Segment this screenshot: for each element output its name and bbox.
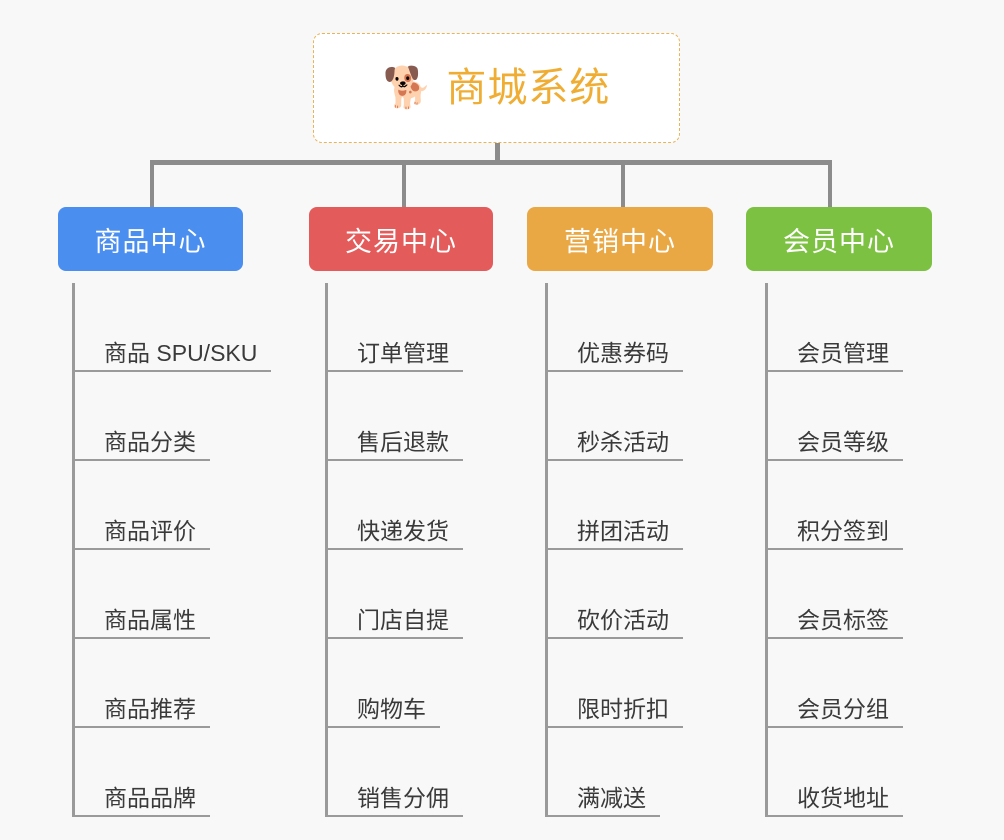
- leaf-label: 会员管理: [797, 339, 889, 366]
- leaf-label: 商品 SPU/SKU: [104, 339, 258, 366]
- leaf-label: 砍价活动: [577, 606, 669, 633]
- leaf-item[interactable]: 会员等级: [765, 372, 903, 461]
- leaf-item[interactable]: 商品属性: [72, 550, 210, 639]
- shiba-dog-icon: 🐕: [382, 66, 433, 110]
- leaf-label: 积分签到: [797, 517, 889, 544]
- branch-bus-line: [152, 160, 831, 165]
- leaf-item[interactable]: 会员标签: [765, 550, 903, 639]
- leaf-label: 满减送: [577, 784, 646, 811]
- branch-drop-line-4: [828, 160, 832, 208]
- branch-box-trade-center[interactable]: 交易中心: [309, 207, 493, 271]
- branch-label: 会员中心: [783, 226, 895, 257]
- leaf-item[interactable]: 销售分佣: [325, 728, 463, 817]
- branch-label: 商品中心: [94, 226, 207, 257]
- leaf-label: 商品推荐: [104, 695, 196, 722]
- branch-drop-line-2: [402, 160, 406, 208]
- leaf-item[interactable]: 商品分类: [72, 372, 210, 461]
- branch-box-product-center[interactable]: 商品中心: [58, 207, 243, 271]
- leaf-label: 快递发货: [357, 517, 449, 544]
- leaf-item[interactable]: 购物车: [325, 639, 440, 728]
- leaf-label: 收货地址: [797, 784, 889, 811]
- leaf-item[interactable]: 收货地址: [765, 728, 903, 817]
- leaf-item[interactable]: 积分签到: [765, 461, 903, 550]
- branch-drop-line-1: [150, 160, 154, 208]
- leaf-label: 购物车: [357, 695, 426, 722]
- leaf-label: 订单管理: [357, 339, 449, 366]
- leaf-label: 销售分佣: [357, 784, 449, 811]
- leaf-label: 优惠券码: [577, 339, 669, 366]
- leaf-label: 商品品牌: [104, 784, 196, 811]
- leaf-trunk-line: [72, 283, 75, 817]
- leaf-label: 门店自提: [357, 606, 449, 633]
- leaf-label: 会员分组: [797, 695, 889, 722]
- leaf-label: 商品评价: [104, 517, 196, 544]
- leaf-item[interactable]: 拼团活动: [545, 461, 683, 550]
- leaf-label: 拼团活动: [577, 517, 669, 544]
- leaf-label: 限时折扣: [577, 695, 669, 722]
- root-stem-line: [495, 143, 500, 163]
- leaf-item[interactable]: 砍价活动: [545, 550, 683, 639]
- leaf-trunk-line: [765, 283, 768, 817]
- branch-box-marketing-center[interactable]: 营销中心: [527, 207, 713, 271]
- leaf-item[interactable]: 满减送: [545, 728, 660, 817]
- leaf-item[interactable]: 优惠券码: [545, 283, 683, 372]
- branch-drop-line-3: [621, 160, 625, 208]
- leaf-item[interactable]: 商品 SPU/SKU: [72, 283, 272, 372]
- leaf-item[interactable]: 商品推荐: [72, 639, 210, 728]
- leaf-label: 会员等级: [797, 428, 889, 455]
- branch-label: 营销中心: [564, 226, 676, 257]
- leaf-label: 商品属性: [104, 606, 196, 633]
- leaf-trunk-line: [325, 283, 328, 817]
- leaf-item[interactable]: 秒杀活动: [545, 372, 683, 461]
- branch-box-member-center[interactable]: 会员中心: [746, 207, 932, 271]
- leaf-item[interactable]: 售后退款: [325, 372, 463, 461]
- leaf-item[interactable]: 商品品牌: [72, 728, 210, 817]
- leaf-item[interactable]: 限时折扣: [545, 639, 683, 728]
- leaf-item[interactable]: 商品评价: [72, 461, 210, 550]
- leaf-item[interactable]: 会员管理: [765, 283, 903, 372]
- leaf-item[interactable]: 订单管理: [325, 283, 463, 372]
- leaf-label: 售后退款: [357, 428, 449, 455]
- leaf-item[interactable]: 会员分组: [765, 639, 903, 728]
- leaf-trunk-line: [545, 283, 548, 817]
- leaf-label: 秒杀活动: [577, 428, 669, 455]
- leaf-label: 会员标签: [797, 606, 889, 633]
- leaf-item[interactable]: 快递发货: [325, 461, 463, 550]
- leaf-label: 商品分类: [104, 428, 196, 455]
- root-title: 商城系统: [446, 66, 611, 110]
- root-node[interactable]: 🐕 商城系统: [313, 33, 680, 143]
- leaf-item[interactable]: 门店自提: [325, 550, 463, 639]
- branch-label: 交易中心: [345, 226, 457, 257]
